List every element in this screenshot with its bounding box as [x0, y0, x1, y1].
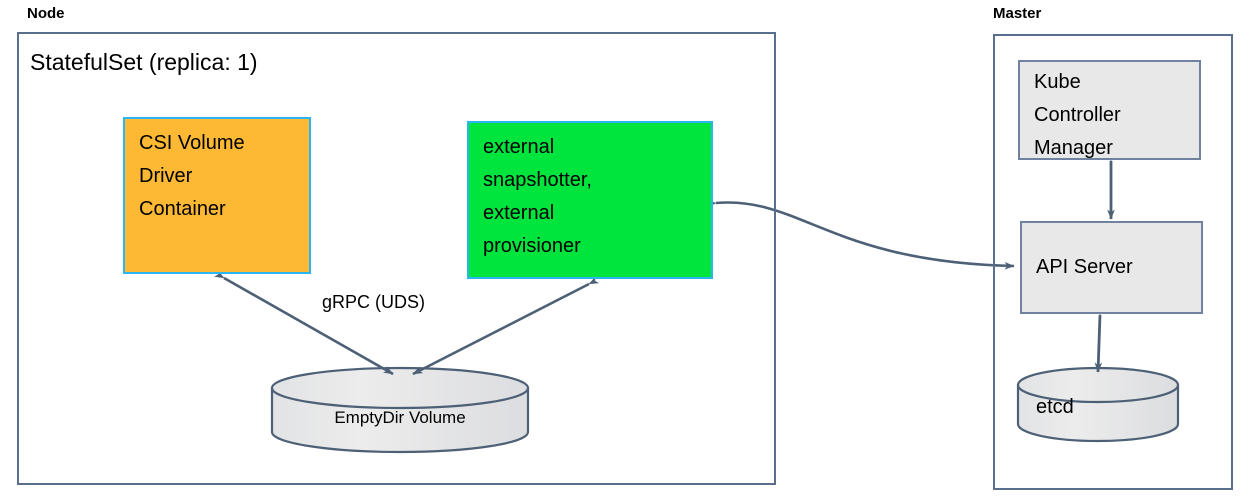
kube-controller-manager-box[interactable]: Kube Controller Manager: [1018, 60, 1201, 160]
etcd-label-wrap: etcd: [1018, 392, 1178, 426]
api-server-box[interactable]: API Server: [1020, 221, 1203, 314]
edge-driver-to-volume: [213, 270, 394, 376]
external-sidecars-container[interactable]: external snapshotter, external provision…: [467, 121, 713, 279]
emptydir-volume-label: EmptyDir Volume: [334, 408, 466, 427]
edge-sidecar-to-volume: [412, 276, 600, 376]
api-server-label: API Server: [1036, 256, 1133, 278]
etcd-cylinder: [1016, 366, 1180, 443]
edge-label-grpc-uds: gRPC (UDS): [322, 292, 426, 312]
csi-volume-driver-container[interactable]: CSI Volume Driver Container: [123, 117, 311, 274]
etcd-label: etcd: [1036, 396, 1074, 418]
group-label-node: Node: [27, 5, 65, 22]
external-sidecars-label: external snapshotter, external provision…: [483, 136, 592, 257]
csi-volume-driver-container-label: CSI Volume Driver Container: [139, 132, 245, 220]
master-group-box: [993, 34, 1233, 490]
edge-apiserver-to-etcd: [1094, 305, 1105, 373]
group-label-master: Master: [993, 5, 1042, 22]
emptydir-volume-label-wrap: EmptyDir Volume: [272, 400, 528, 436]
statefulset-title: StatefulSet (replica: 1): [30, 49, 258, 75]
node-group-box: [17, 32, 776, 485]
edge-sidecar-to-apiserver: [706, 199, 1015, 270]
emptydir-volume-cylinder: [270, 366, 530, 454]
kube-controller-manager-label: Kube Controller Manager: [1034, 71, 1121, 159]
